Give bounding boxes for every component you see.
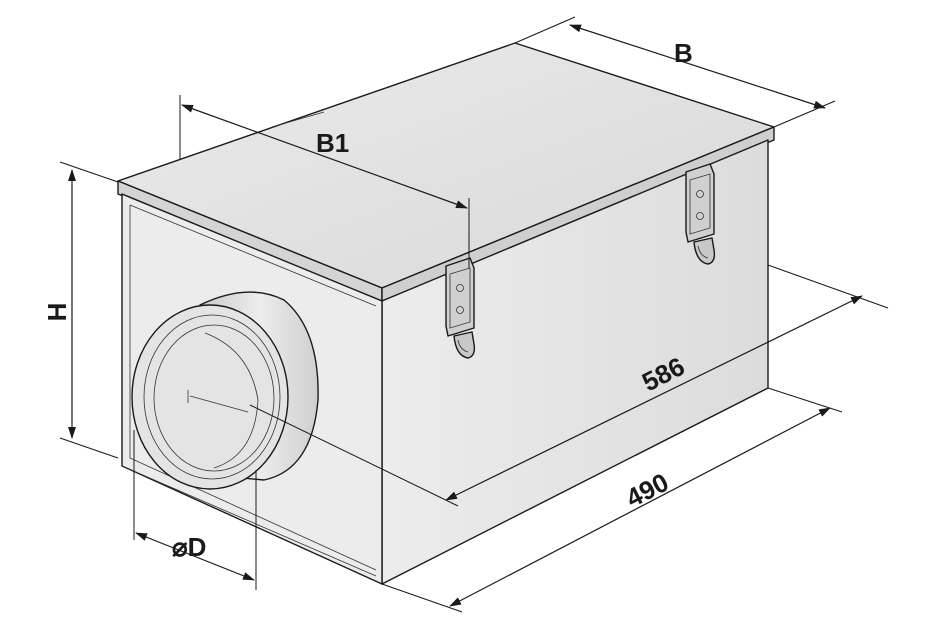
dimension-b: B [514,16,836,128]
dimension-h-label: H [42,303,72,322]
spigot-axis [189,395,249,413]
dimension-h: H [42,161,119,459]
dimension-b1-label: B1 [316,128,349,158]
spigot-rim-inner [153,324,275,472]
dimension-d: ⌀D [133,430,257,590]
spigot [131,291,319,490]
dimension-d-label: ⌀D [172,532,206,562]
dimension-b1: B1 [179,95,470,268]
latch-rear [685,163,716,265]
dimension-b-label: B [674,38,693,68]
spigot-rim-mid [143,314,281,480]
dimension-490-label: 490 [621,467,673,513]
front-frame [121,204,377,577]
spigot-rim-outer [131,304,289,490]
lid-side-edge [381,126,775,302]
spigot-inner [204,332,259,469]
